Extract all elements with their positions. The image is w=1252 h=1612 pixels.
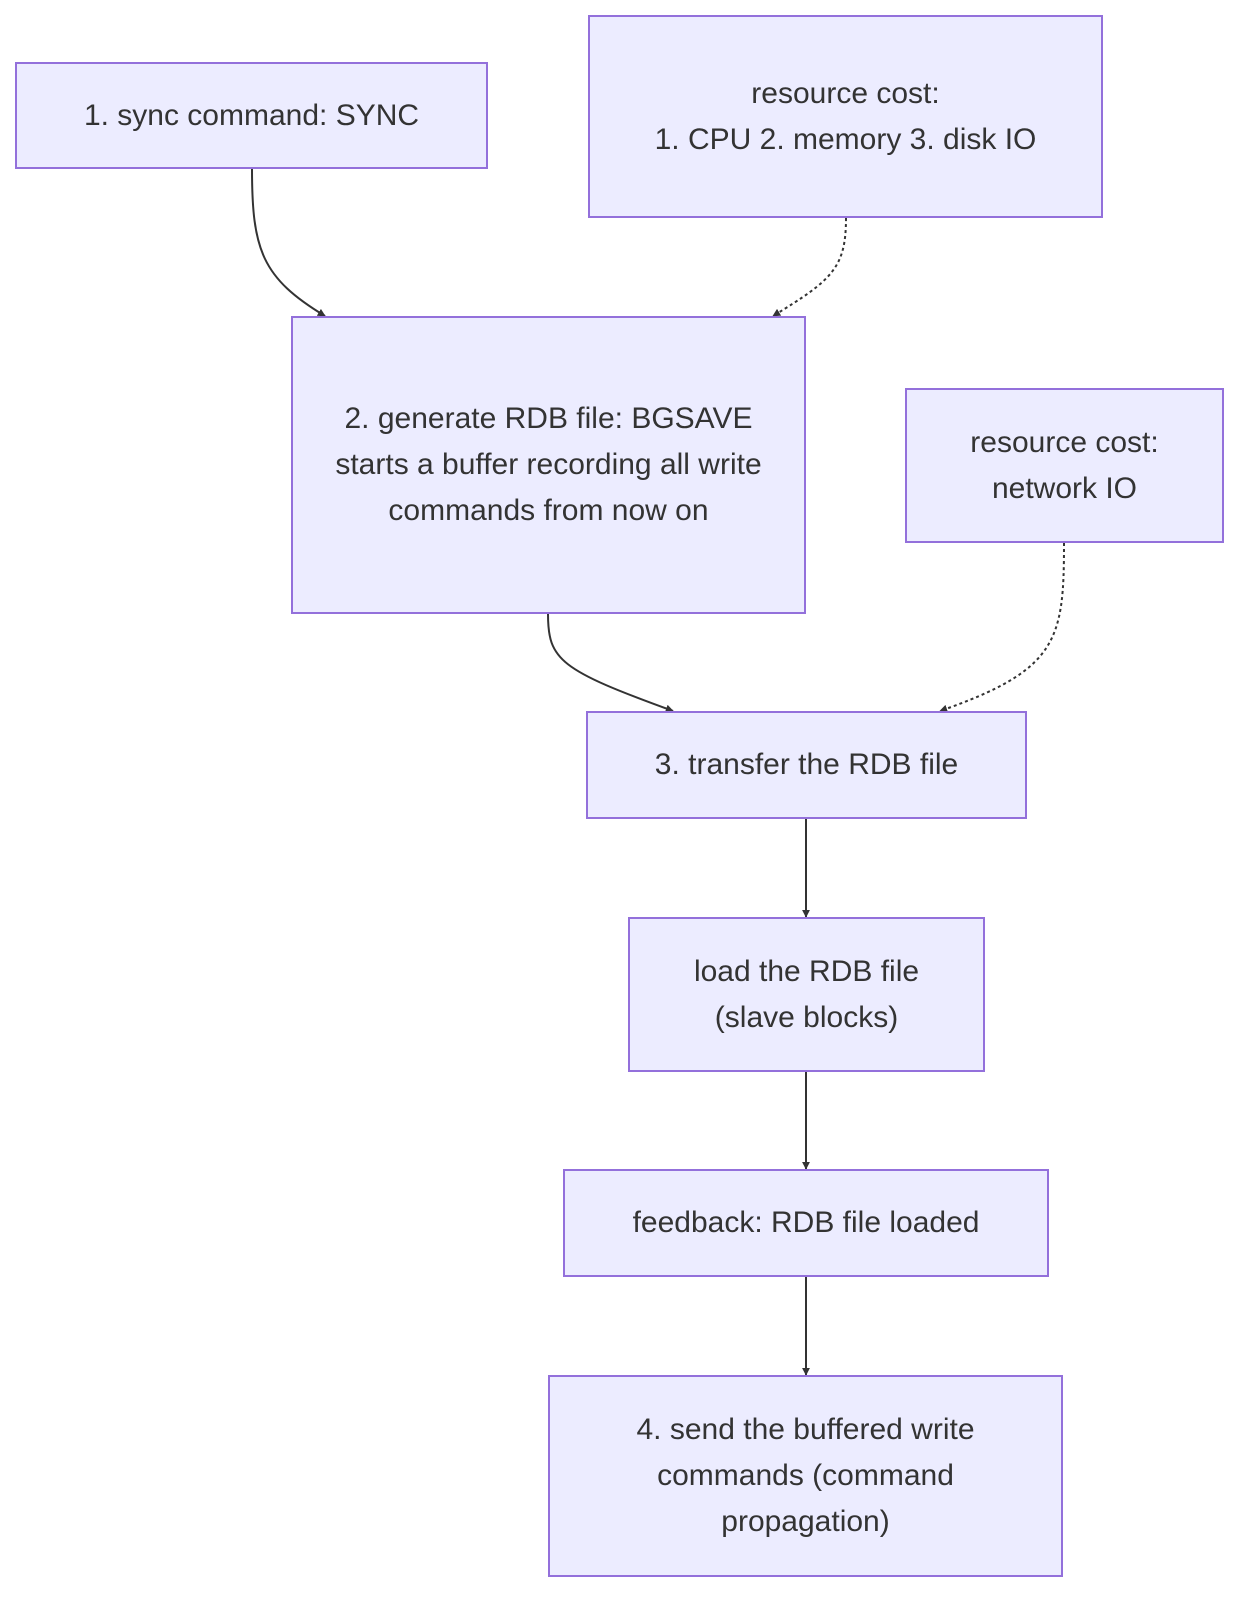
node-generate-rdb-line-1: 2. generate RDB file: BGSAVE <box>344 402 753 435</box>
node-generate-rdb-line-3: commands from now on <box>388 494 709 527</box>
node-resource-cost-disk-line-1: resource cost: <box>751 76 940 110</box>
node-load-rdb: load the RDB file (slave blocks) <box>628 917 985 1072</box>
node-feedback-loaded-line-1: feedback: RDB file loaded <box>632 1206 980 1239</box>
edge-generate-to-transfer <box>547 613 674 713</box>
edge-cost-disk-to-generate <box>772 217 847 317</box>
node-load-rdb-line-2: (slave blocks) <box>714 1000 899 1034</box>
node-transfer-rdb: 3. transfer the RDB file <box>586 711 1027 819</box>
node-resource-cost-disk-line-2: 1. CPU 2. memory 3. disk IO <box>654 122 1037 156</box>
node-send-buffered-commands-line-1: 4. send the buffered write commands (com… <box>636 1413 975 1538</box>
node-resource-cost-disk: resource cost: 1. CPU 2. memory 3. disk … <box>588 15 1103 218</box>
node-resource-cost-network: resource cost: network IO <box>905 388 1224 543</box>
node-resource-cost-network-line-1: resource cost: <box>970 425 1159 459</box>
node-transfer-rdb-line-1: 3. transfer the RDB file <box>654 748 959 781</box>
node-feedback-loaded: feedback: RDB file loaded <box>563 1169 1049 1277</box>
node-load-rdb-line-1: load the RDB file <box>693 954 920 988</box>
node-generate-rdb-line-2: starts a buffer recording all write <box>335 448 762 481</box>
node-sync-command-line-1: 1. sync command: SYNC <box>83 98 420 132</box>
node-generate-rdb: 2. generate RDB file: BGSAVE starts a bu… <box>291 316 806 614</box>
node-send-buffered-commands: 4. send the buffered write commands (com… <box>548 1375 1063 1577</box>
edge-sync-to-generate <box>251 168 326 317</box>
node-sync-command: 1. sync command: SYNC <box>15 62 488 169</box>
node-resource-cost-network-line-2: network IO <box>991 471 1138 505</box>
edge-cost-network-to-transfer <box>939 542 1065 713</box>
